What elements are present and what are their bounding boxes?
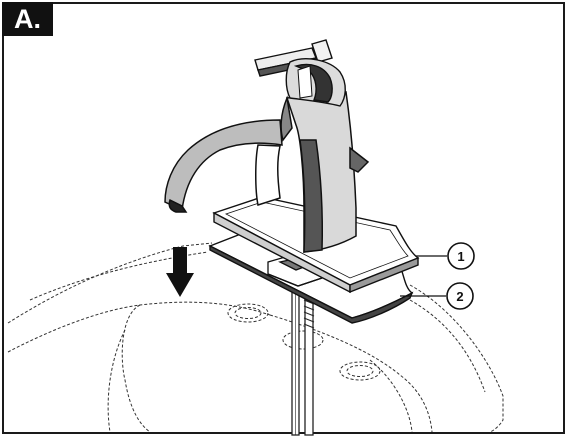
sink-holes [227,303,381,381]
callout-1: 1 [416,242,475,270]
faucet-handle [254,39,346,107]
diagram-frame [2,2,565,434]
callout-1-number: 1 [457,249,464,264]
callout-2: 2 [400,282,474,310]
step-label: A. [2,2,53,36]
mounting-shank [291,279,315,436]
callout-2-number: 2 [456,289,463,304]
down-arrow-icon [166,247,194,297]
faucet-body [164,91,370,253]
